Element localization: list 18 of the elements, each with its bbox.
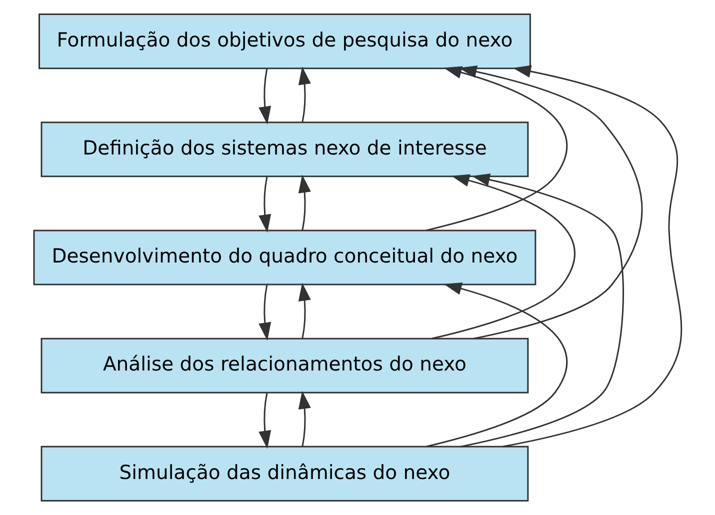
arrow <box>298 390 310 447</box>
node-box: Formulação dos objetivos de pesquisa do nexo <box>38 14 530 70</box>
arrow <box>502 65 682 448</box>
node-box: Desenvolvimento do quadro conceitual do nexo <box>32 230 536 286</box>
arrow <box>460 174 624 448</box>
arrow <box>298 282 310 339</box>
arrow <box>258 392 271 449</box>
arrow <box>258 68 271 124</box>
node-box: Análise dos relacionamentos do nexo <box>40 338 528 394</box>
arrow <box>258 284 271 341</box>
arrow <box>426 66 567 232</box>
arrow <box>258 176 271 233</box>
arrow <box>431 174 575 340</box>
arrow <box>298 174 310 230</box>
arrow <box>426 282 567 448</box>
node-box: Definição dos sistemas nexo de interesse <box>40 122 528 178</box>
arrow <box>298 66 310 122</box>
node-box: Simulação das dinâmicas do nexo <box>40 446 528 502</box>
